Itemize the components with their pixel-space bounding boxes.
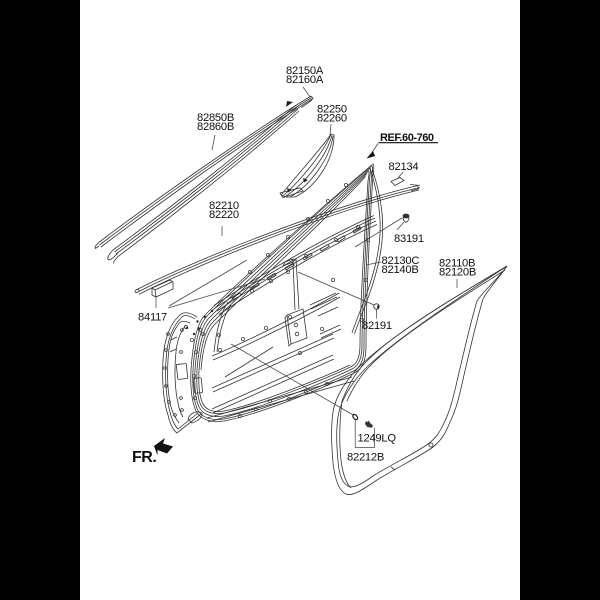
svg-text:82120B: 82120B xyxy=(439,267,476,279)
svg-text:82134: 82134 xyxy=(389,161,419,173)
svg-text:82850B: 82850B xyxy=(197,112,234,124)
svg-text:1249LQ: 1249LQ xyxy=(358,433,397,445)
svg-text:FR.: FR. xyxy=(132,449,156,466)
svg-text:83191: 83191 xyxy=(394,233,424,245)
svg-text:82260: 82260 xyxy=(317,113,347,125)
svg-text:REF.60-760: REF.60-760 xyxy=(380,132,434,144)
svg-text:82220: 82220 xyxy=(209,209,239,221)
svg-text:82210: 82210 xyxy=(209,200,239,212)
svg-text:82212B: 82212B xyxy=(347,452,384,464)
svg-text:82250: 82250 xyxy=(317,104,347,116)
svg-text:82110B: 82110B xyxy=(439,258,475,270)
svg-text:82150A: 82150A xyxy=(286,65,324,77)
svg-text:82130C: 82130C xyxy=(382,255,420,267)
svg-text:82860B: 82860B xyxy=(197,121,234,133)
svg-text:84117: 84117 xyxy=(138,312,167,324)
svg-text:82140B: 82140B xyxy=(382,264,419,276)
svg-text:82191: 82191 xyxy=(362,320,392,332)
svg-text:82160A: 82160A xyxy=(286,74,324,86)
